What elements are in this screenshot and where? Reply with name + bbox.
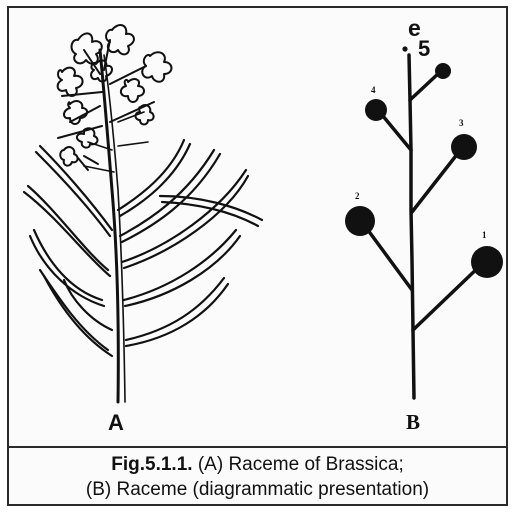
flower-order-label-4: 4: [371, 85, 376, 95]
flower-2: [345, 206, 375, 236]
pedicel-1: [413, 262, 484, 330]
apex-marker-number: 5: [418, 38, 430, 60]
flower-5: [435, 63, 451, 79]
figure-number: Fig.5.1.1.: [111, 454, 192, 475]
panel-a-label: A: [108, 410, 124, 436]
apex-dot: [402, 46, 407, 51]
rachis: [409, 55, 414, 398]
flower-3: [451, 134, 477, 160]
flower-order-label-3: 3: [459, 118, 464, 128]
caption-line-1: Fig.5.1.1. (A) Raceme of Brassica;: [9, 452, 506, 477]
panel-b-label: B: [406, 410, 420, 435]
caption-line-2: (B) Raceme (diagrammatic presentation): [9, 477, 506, 502]
flower-4: [365, 99, 387, 121]
diagrammatic-raceme: 1 2 3 4: [345, 46, 503, 398]
figure-caption: Fig.5.1.1. (A) Raceme of Brassica; (B) R…: [9, 452, 506, 502]
pedicel-3: [412, 148, 462, 212]
flower-1: [471, 246, 503, 278]
caption-part-a: (A) Raceme of Brassica;: [193, 454, 404, 475]
flower-order-label-2: 2: [355, 191, 360, 201]
brassica-raceme-drawing: [24, 25, 262, 402]
pedicel-5: [410, 72, 440, 100]
flower-order-label-1: 1: [482, 230, 487, 240]
